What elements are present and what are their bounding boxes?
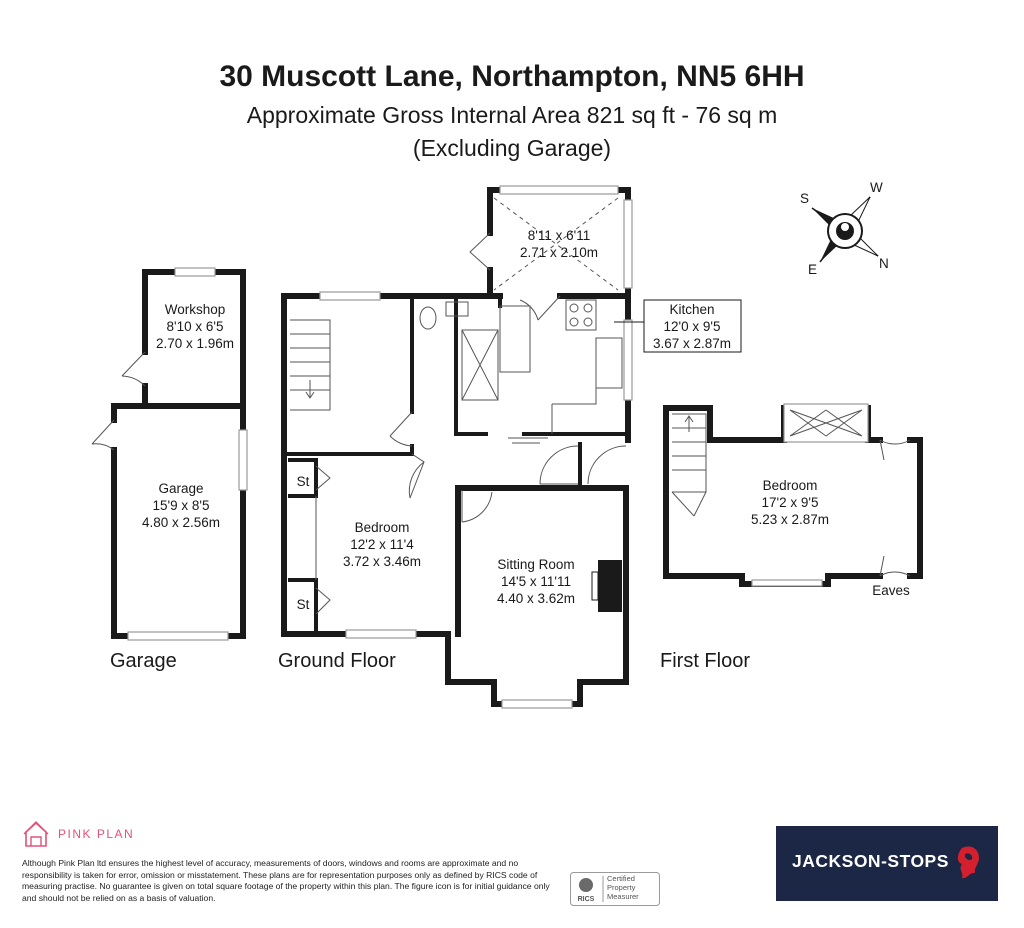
ground-bedroom-name: Bedroom <box>355 520 410 535</box>
store-label-2: St <box>297 597 310 612</box>
compass-s: S <box>800 191 809 206</box>
sitting-room-label: Sitting Room 14'5 x 11'11 4.40 x 3.62m <box>497 557 575 606</box>
area-note: (Excluding Garage) <box>412 135 612 161</box>
conservatory-imperial: 8'11 x 6'11 <box>528 228 590 243</box>
pink-plan-brand: PINK PLAN <box>58 827 135 841</box>
garage-metric: 4.80 x 2.56m <box>142 515 220 530</box>
first-floor-walls <box>663 403 923 587</box>
workshop-metric: 2.70 x 1.96m <box>156 336 234 351</box>
compass-e: E <box>808 262 817 277</box>
garage-imperial: 15'9 x 8'5 <box>153 498 210 513</box>
kitchen-metric: 3.67 x 2.87m <box>653 336 731 351</box>
first-bedroom-label: Bedroom 17'2 x 9'5 5.23 x 2.87m <box>751 478 829 527</box>
first-bedroom-imperial: 17'2 x 9'5 <box>762 495 819 510</box>
first-bedroom-metric: 5.23 x 2.87m <box>751 512 829 527</box>
rics-wordmark: RICS <box>578 896 595 903</box>
pink-plan-logo-icon <box>23 821 49 847</box>
kitchen-callout: Kitchen 12'0 x 9'5 3.67 x 2.87m <box>614 299 742 353</box>
agent-name: JACKSON-STOPS <box>792 851 949 871</box>
store-label-1: St <box>297 474 310 489</box>
ground-bedroom-imperial: 12'2 x 11'4 <box>350 537 414 552</box>
workshop-label: Workshop 8'10 x 6'5 2.70 x 1.96m <box>156 302 234 351</box>
kitchen-imperial: 12'0 x 9'5 <box>664 319 721 334</box>
rics-badge-icon: RICS <box>570 872 660 906</box>
compass-n: N <box>879 256 889 271</box>
ground-bedroom-metric: 3.72 x 3.46m <box>343 554 421 569</box>
gross-internal-area: Approximate Gross Internal Area 821 sq f… <box>246 102 778 128</box>
conservatory-label: 8'11 x 6'11 2.71 x 2.10m <box>520 228 598 260</box>
kitchen-name: Kitchen <box>669 302 714 317</box>
property-address: 30 Muscott Lane, Northampton, NN5 6HH <box>219 60 805 93</box>
ground-bedroom-label: Bedroom 12'2 x 11'4 3.72 x 3.46m <box>343 520 421 569</box>
lion-crest-icon <box>957 846 979 879</box>
sitting-room-metric: 4.40 x 3.62m <box>497 591 575 606</box>
workshop-imperial: 8'10 x 6'5 <box>167 319 224 334</box>
floor-label-first: First Floor <box>660 650 750 672</box>
garage-name: Garage <box>158 481 203 496</box>
compass-icon: S W E N <box>800 180 889 277</box>
garage-label: Garage 15'9 x 8'5 4.80 x 2.56m <box>142 481 220 530</box>
disclaimer-text: Although Pink Plan ltd ensures the highe… <box>22 858 550 903</box>
floor-label-garage: Garage <box>110 650 177 672</box>
ground-floor-walls <box>281 185 633 709</box>
floor-label-ground: Ground Floor <box>278 650 396 672</box>
eaves-label: Eaves <box>872 583 910 598</box>
compass-w: W <box>870 180 883 195</box>
conservatory-metric: 2.71 x 2.10m <box>520 245 598 260</box>
workshop-name: Workshop <box>165 302 226 317</box>
garage-block <box>91 267 248 641</box>
jackson-stops-logo <box>776 826 998 901</box>
sitting-room-imperial: 14'5 x 11'11 <box>501 574 571 589</box>
sitting-room-name: Sitting Room <box>497 557 574 572</box>
rics-badge-text: Certified Property Measurer <box>607 874 639 901</box>
first-bedroom-name: Bedroom <box>763 478 818 493</box>
